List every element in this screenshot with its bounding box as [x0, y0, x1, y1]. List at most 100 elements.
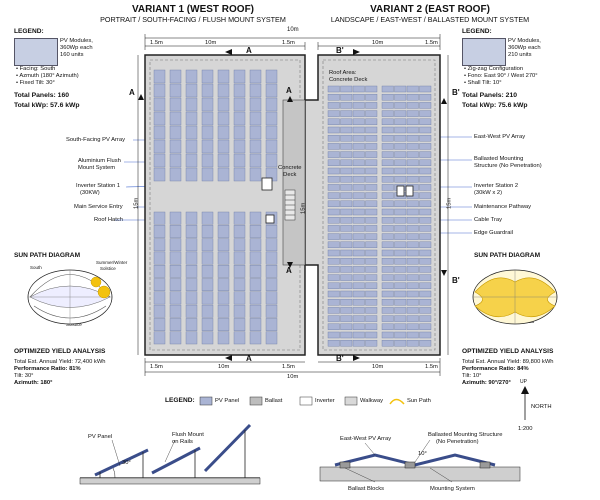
section-right-drawing [319, 439, 521, 483]
pv-panel [327, 85, 340, 93]
pv-panel [365, 258, 378, 265]
pv-panel [327, 274, 340, 281]
central-walkway [282, 99, 306, 266]
pv-panel [201, 238, 214, 252]
pv-panel [352, 192, 365, 199]
section-b-right-bottom: B' [452, 276, 460, 285]
pv-panel [249, 251, 262, 265]
v2-sun-title: SUN PATH DIAGRAM [474, 252, 541, 259]
inverter-2b [405, 185, 414, 197]
pv-panel [340, 307, 353, 314]
pv-panel [153, 97, 166, 112]
pv-panel [406, 282, 419, 289]
pv-panel [365, 200, 378, 208]
pv-panel [340, 233, 353, 240]
inverter-2a [396, 185, 405, 197]
pv-panel [249, 265, 262, 278]
pv-panel [249, 225, 262, 238]
pv-panel [406, 307, 419, 314]
pv-panel [352, 307, 365, 314]
pv-panel [169, 69, 182, 84]
pv-panel [233, 251, 246, 265]
pv-panel [153, 238, 166, 252]
section-a-mid-bottom: A [286, 266, 292, 275]
pv-panel [201, 265, 214, 278]
pv-panel [406, 274, 419, 281]
pv-panel [185, 69, 198, 84]
pv-panel [381, 258, 394, 265]
pv-panel [352, 118, 365, 126]
pv-panel [352, 233, 365, 240]
pv-panel [394, 167, 407, 175]
north-label: NORTH [531, 404, 552, 410]
sec-right-array: East-West PV Array [340, 436, 392, 442]
pv-panel [265, 265, 278, 278]
pv-panel [249, 211, 262, 225]
pv-panel [419, 184, 432, 191]
pv-panel [394, 323, 407, 330]
v1-bullet: • Azmuth (180° Azimuth) [16, 73, 79, 79]
pv-panel [327, 249, 340, 257]
pv-panel [201, 97, 214, 112]
legend-ballast: Ballast [265, 398, 283, 404]
pv-panel [340, 208, 353, 216]
section-left-drawing [79, 423, 261, 485]
pv-panel [381, 85, 394, 93]
pv-panel [233, 153, 246, 168]
sec-right-mounting: Mounting System [430, 486, 475, 492]
pv-panel [265, 139, 278, 154]
pv-panel [419, 225, 432, 232]
v2-pv-array [327, 85, 432, 347]
pv-panel [265, 291, 278, 305]
pv-panel [327, 102, 340, 109]
pv-panel [381, 225, 394, 232]
pv-panel [419, 110, 432, 117]
dim-bottom: 10m [287, 374, 299, 380]
pv-panel [419, 249, 432, 257]
v2-label-ballast: Structure (No Penetration) [474, 163, 542, 169]
pv-panel [153, 251, 166, 265]
pv-panel [327, 184, 340, 191]
pv-panel [419, 159, 432, 167]
v2-label-inverter: (30kW x 2) [474, 190, 503, 196]
pv-panel [352, 167, 365, 175]
pv-panel [327, 110, 340, 117]
pv-panel [352, 151, 365, 158]
pv-panel [394, 274, 407, 281]
pv-panel [352, 159, 365, 167]
pv-panel [340, 258, 353, 265]
legend-pv-panel: PV Panel [215, 398, 240, 404]
variant2-title: VARIANT 2 (EAST ROOF) [370, 4, 490, 15]
pv-panel [153, 211, 166, 225]
pv-panel [169, 331, 182, 345]
sec-left-angle: 30° [122, 460, 131, 466]
pv-panel [327, 200, 340, 208]
pv-panel [217, 225, 230, 238]
v1-bullet: • Facing: South [16, 66, 56, 72]
pv-panel [233, 69, 246, 84]
v1-label-inverter: (30KW) [80, 190, 100, 196]
pv-panel [327, 126, 340, 134]
pv-panel [201, 225, 214, 238]
pv-panel [381, 167, 394, 175]
v1-legend-title: LEGEND: [14, 28, 44, 35]
sec-left-flush: Flush Mount [172, 432, 204, 438]
pv-panel [217, 111, 230, 126]
pv-panel [327, 151, 340, 158]
dim-bottom: 1.5m [282, 364, 295, 370]
side-dim: 15m [300, 202, 307, 214]
v1-yield-line: Tilt: 30° [14, 373, 34, 379]
v2-legend-line: PV Modules, [508, 38, 541, 44]
pv-panel [365, 290, 378, 298]
pv-panel [365, 340, 378, 347]
pv-panel [201, 291, 214, 305]
pv-panel [394, 110, 407, 117]
pv-panel [327, 175, 340, 183]
pv-panel [201, 251, 214, 265]
pv-panel [327, 233, 340, 240]
pv-panel [381, 331, 394, 339]
scale-label: 1:200 [518, 426, 533, 432]
pv-panel [249, 83, 262, 98]
